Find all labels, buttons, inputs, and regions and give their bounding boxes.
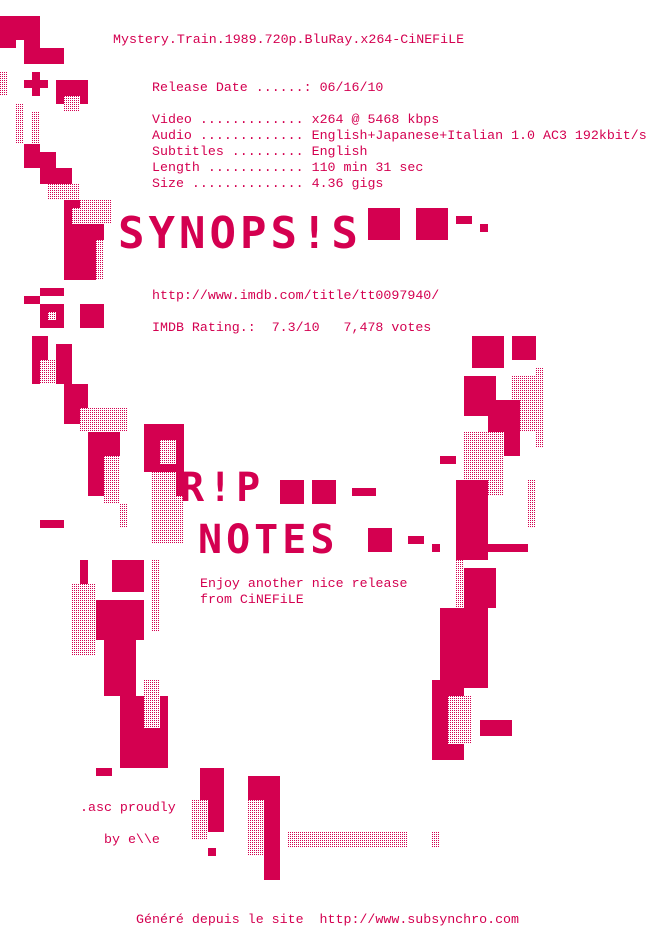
art-block <box>40 152 56 184</box>
art-block <box>176 448 184 496</box>
art-block <box>472 336 504 368</box>
art-block <box>64 96 80 112</box>
art-block <box>0 72 8 96</box>
art-block <box>96 768 112 776</box>
art-block <box>440 456 456 464</box>
art-block <box>48 312 56 320</box>
art-block <box>40 48 64 64</box>
credits-line-2: by e\\e <box>104 832 160 847</box>
art-block <box>48 184 80 200</box>
art-block <box>528 480 536 528</box>
art-block <box>440 608 488 688</box>
art-block <box>368 528 392 552</box>
video-info: Video ............. x264 @ 5468 kbps <box>152 112 440 127</box>
art-block <box>16 16 40 40</box>
notes-heading: NOTES <box>198 517 339 563</box>
subtitles-info: Subtitles ......... English <box>152 144 368 159</box>
release-date: Release Date ......: 06/16/10 <box>152 80 384 95</box>
art-block <box>448 696 472 744</box>
art-block <box>24 40 40 64</box>
art-block <box>264 848 280 880</box>
art-block <box>248 800 264 856</box>
art-block <box>432 832 440 848</box>
rip-heading: R!P <box>180 465 265 511</box>
imdb-rating: IMDB Rating.: 7.3/10 7,478 votes <box>152 320 432 335</box>
art-block <box>144 680 160 728</box>
release-title: Mystery.Train.1989.720p.BluRay.x264-CiNE… <box>113 32 465 47</box>
art-block <box>0 16 16 48</box>
art-block <box>384 832 408 848</box>
art-block <box>312 480 336 504</box>
art-block <box>464 568 496 608</box>
art-block <box>32 72 40 96</box>
art-block <box>280 480 304 504</box>
size-info: Size .............. 4.36 gigs <box>152 176 384 191</box>
art-block <box>56 344 72 384</box>
art-block <box>112 560 144 592</box>
art-block <box>416 208 448 240</box>
art-block <box>192 800 208 840</box>
art-block <box>72 584 96 656</box>
rip-notes-line-2: from CiNEFiLE <box>200 592 304 607</box>
synopsis-heading: SYNOPS!S <box>118 208 362 259</box>
art-block <box>152 560 160 632</box>
art-block <box>288 832 384 848</box>
art-block <box>368 208 400 240</box>
credits-line-1: .asc proudly <box>80 800 176 815</box>
art-block <box>16 104 24 144</box>
art-block <box>480 720 512 736</box>
art-block <box>488 544 528 552</box>
art-block <box>408 536 424 544</box>
art-block <box>80 408 128 432</box>
art-block <box>80 304 104 328</box>
art-block <box>80 200 112 224</box>
art-block <box>24 296 40 304</box>
art-block <box>480 224 488 232</box>
imdb-link[interactable]: http://www.imdb.com/title/tt0097940/ <box>152 288 440 303</box>
footer-text: Généré depuis le site http://www.subsync… <box>136 912 520 927</box>
art-block <box>104 640 136 696</box>
art-block <box>160 440 176 464</box>
art-block <box>456 560 464 608</box>
art-block <box>64 240 96 280</box>
art-block <box>512 336 536 360</box>
art-block <box>40 520 64 528</box>
art-block <box>24 144 40 168</box>
rip-notes-line-1: Enjoy another nice release <box>200 576 408 591</box>
art-block <box>40 360 56 384</box>
art-block <box>40 288 64 296</box>
art-block <box>432 544 440 552</box>
art-block <box>104 456 120 504</box>
art-block <box>120 504 128 528</box>
art-block <box>456 480 488 560</box>
length-info: Length ............ 110 min 31 sec <box>152 160 424 175</box>
audio-info: Audio ............. English+Japanese+Ita… <box>152 128 647 143</box>
art-block <box>96 600 144 640</box>
art-block <box>352 488 376 496</box>
art-block <box>456 216 472 224</box>
art-block <box>208 848 216 856</box>
art-block <box>32 112 40 152</box>
art-block <box>80 560 88 584</box>
art-block <box>536 368 544 448</box>
